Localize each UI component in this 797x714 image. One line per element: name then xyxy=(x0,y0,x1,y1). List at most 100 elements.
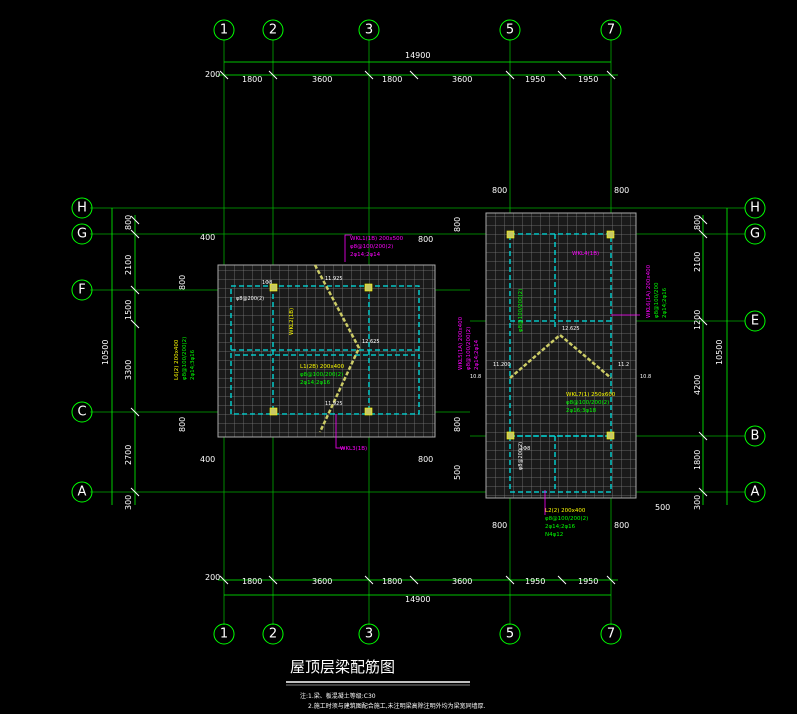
bottom-dim-0: 200 xyxy=(205,573,220,582)
left-400-bottom: 400 xyxy=(200,455,215,464)
left-dimension: 800 2100 1500 3300 2700 300 10500 xyxy=(101,208,140,510)
right-elev-l: 10.8 xyxy=(470,374,481,380)
right-elev-left: 11.200 xyxy=(493,362,511,368)
right-dim-2: 1200 xyxy=(693,310,702,330)
right-wkl-side-b: 2φ14;2φ14 xyxy=(474,339,480,370)
axis-G-right: G xyxy=(750,227,760,242)
right-total: 10500 xyxy=(715,340,724,365)
axis-C-left: C xyxy=(77,405,86,420)
axis-F-left: F xyxy=(78,283,85,298)
right-inner-label: φ8@100/200(2) xyxy=(518,289,524,332)
axis-2-top: 2 xyxy=(269,23,277,38)
right-l2-label: L2(2) 200x400 xyxy=(545,508,586,514)
bottom-dim-5: 1950 xyxy=(525,577,545,586)
right-cell-2: φ8@200(2) xyxy=(518,442,524,470)
left-l1-b: 2φ14;2φ16 xyxy=(300,380,331,386)
total-width-bottom: 14900 xyxy=(405,595,430,604)
axis-bubbles-bottom xyxy=(213,623,622,645)
left-800-a: 800 xyxy=(418,235,433,244)
axis-7-top: 7 xyxy=(607,23,615,38)
bottom-dim-2: 3600 xyxy=(312,577,332,586)
note-line-2: 2.施工时须与建筑图配合施工,未注明梁高除注明外均为梁宽同墙厚. xyxy=(308,702,486,710)
top-dimension: 14900 200 1800 3600 1800 3600 1950 1950 xyxy=(205,51,618,84)
right-800-c: 800 xyxy=(492,521,507,530)
bottom-dim-6: 1950 xyxy=(578,577,598,586)
top-dim-3: 1800 xyxy=(382,75,402,84)
top-dim-4: 3600 xyxy=(452,75,472,84)
axis-A-left: A xyxy=(78,485,87,500)
right-800-d: 800 xyxy=(614,521,629,530)
right-wkl-right: WKL6(1A) 200x400 xyxy=(646,264,652,318)
axis-1-top: 1 xyxy=(220,23,228,38)
left-cell-2: φ8@200(2) xyxy=(236,296,264,302)
right-800-b: 800 xyxy=(614,186,629,195)
axis-B-right: B xyxy=(751,429,760,444)
left-wkl1-b: 2φ14;2φ14 xyxy=(350,252,381,258)
right-l2-b: 2φ14;2φ16 xyxy=(545,524,576,530)
right-cell-1: 1Φ8 xyxy=(520,446,530,452)
right-800-f: 800 xyxy=(453,417,462,432)
axis-2-bottom: 2 xyxy=(269,627,277,642)
right-wkl-mid: WKL7(1) 250x600 xyxy=(566,392,616,398)
right-l2-c: N4φ12 xyxy=(545,532,563,538)
left-dim-1: 2100 xyxy=(124,255,133,275)
left-side-b: 2φ14;3φ16 xyxy=(190,349,196,380)
axis-bubbles-left xyxy=(71,197,93,503)
right-dimension: 800 2100 1200 4200 1800 300 10500 xyxy=(693,208,728,510)
left-lower-label: WKL3(1B) xyxy=(340,446,367,452)
right-dim-1: 2100 xyxy=(693,252,702,272)
right-elev-right: 11.2 xyxy=(618,362,629,368)
axis-3-top: 3 xyxy=(365,23,373,38)
left-dim-4: 2700 xyxy=(124,445,133,465)
left-wkl2-label: WKL2(1B) xyxy=(289,308,295,335)
left-side-label: L6(2) 200x400 xyxy=(174,339,180,380)
left-wkl1-a: φ8@100/200(2) xyxy=(350,244,393,250)
left-400-top: 400 xyxy=(200,233,215,242)
right-dim-5: 300 xyxy=(693,495,702,510)
left-wkl1-label: WKL1(1B) 200x500 xyxy=(350,236,404,242)
right-wkl-top: WKL4(1B) xyxy=(572,251,599,257)
left-800-d: 800 xyxy=(178,417,187,432)
right-dim-0: 800 xyxy=(693,215,702,230)
axis-H-left: H xyxy=(77,201,87,216)
left-dim-5: 300 xyxy=(124,495,133,510)
top-dim-5: 1950 xyxy=(525,75,545,84)
left-side-a: φ8@100/200(2) xyxy=(182,337,188,380)
left-dim-2: 1500 xyxy=(124,300,133,320)
right-wkl-side-a: φ8@100/200(2) xyxy=(466,327,472,370)
left-dim-3: 3300 xyxy=(124,360,133,380)
top-dim-0: 200 xyxy=(205,70,220,79)
axis-bubbles-top xyxy=(213,19,622,41)
left-800-c: 800 xyxy=(178,275,187,290)
right-wkl-mid-a: φ8@100/200(2) xyxy=(566,400,609,406)
axis-3-bottom: 3 xyxy=(365,627,373,642)
note-line-1: 注:1.梁、板混凝土等级:C30 xyxy=(300,692,376,700)
right-800-e: 800 xyxy=(453,217,462,232)
bottom-dimension: 200 1800 3600 1800 3600 1950 1950 14900 xyxy=(205,573,618,604)
axis-5-bottom: 5 xyxy=(506,627,514,642)
right-elev-mid: 12.625 xyxy=(562,326,580,332)
axis-E-right: E xyxy=(751,314,759,329)
left-total: 10500 xyxy=(101,340,110,365)
drawing-title: 屋顶层梁配筋图 xyxy=(290,658,395,676)
left-800-b: 800 xyxy=(418,455,433,464)
bottom-dim-4: 3600 xyxy=(452,577,472,586)
right-wkl-right-b: 2φ14;2φ16 xyxy=(662,287,668,318)
axis-A-right: A xyxy=(751,485,760,500)
left-cell-1: 1Φ8 xyxy=(262,280,272,286)
top-dim-2: 3600 xyxy=(312,75,332,84)
right-dim-4: 1800 xyxy=(693,450,702,470)
right-500-a: 500 xyxy=(453,465,462,480)
top-dim-6: 1950 xyxy=(578,75,598,84)
right-wkl-mid-b: 2φ16;3φ18 xyxy=(566,408,597,414)
right-wkl-side: WKL5(1A) 200x400 xyxy=(458,316,464,370)
left-roof-plan: WKL1(1B) 200x500 φ8@100/200(2) 2φ14;2φ14… xyxy=(174,233,436,464)
right-dim-3: 4200 xyxy=(693,375,702,395)
axis-5-top: 5 xyxy=(506,23,514,38)
axis-bubbles-right xyxy=(744,197,766,503)
left-elev-top: 11.925 xyxy=(325,276,343,282)
left-elev-bot: 11.925 xyxy=(325,401,343,407)
right-wkl-right-a: φ8@100/200 xyxy=(654,282,660,318)
right-l2-a: φ8@100/200(2) xyxy=(545,516,588,522)
